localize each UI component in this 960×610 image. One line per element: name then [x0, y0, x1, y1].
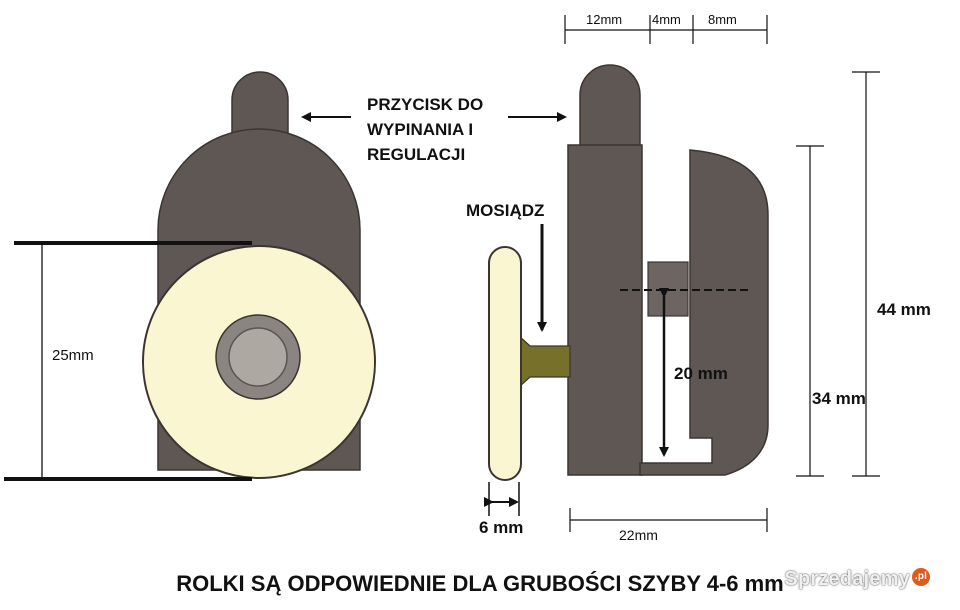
brass-axle: [517, 333, 571, 390]
dim-6: 6 mm: [479, 482, 523, 537]
dim-6-label: 6 mm: [479, 518, 523, 537]
dim-4-label: 4mm: [652, 12, 681, 27]
front-view: 25mm: [4, 71, 376, 481]
dim-12-label: 12mm: [586, 12, 622, 27]
dim-34: 34 mm: [796, 145, 866, 477]
dim-20-label: 20 mm: [674, 364, 728, 383]
footer-text: ROLKI SĄ ODPOWIEDNIE DLA GRUBOŚCI SZYBY …: [176, 571, 784, 596]
diameter-label: 25mm: [52, 347, 94, 364]
front-hub-inner: [228, 327, 288, 387]
side-hook: [639, 149, 769, 476]
button-label-line1: PRZYCISK DO: [367, 95, 483, 114]
button-label-line3: REGULACJI: [367, 145, 465, 164]
watermark-suffix: .pl: [912, 568, 930, 586]
brass-label: MOSIĄDZ: [466, 201, 544, 220]
side-column: [567, 144, 643, 476]
watermark-text: Sprzedajemy: [784, 568, 910, 590]
site-watermark: Sprzedajemy.pl: [784, 568, 930, 591]
button-callout: PRZYCISK DO WYPINANIA I REGULACJI: [301, 95, 567, 164]
side-wheel: [488, 246, 522, 481]
footer-caption: ROLKI SĄ ODPOWIEDNIE DLA GRUBOŚCI SZYBY …: [0, 571, 960, 597]
dim-22-label: 22mm: [619, 527, 658, 543]
brass-callout: MOSIĄDZ: [466, 201, 547, 332]
dim-44: 44 mm: [852, 71, 931, 477]
dim-44-label: 44 mm: [877, 300, 931, 319]
glass-slot: [648, 316, 688, 462]
top-dimensions: 12mm 4mm 8mm: [564, 12, 768, 44]
dim-8-label: 8mm: [708, 12, 737, 27]
dim-22: 22mm: [569, 508, 768, 543]
side-view: 20 mm: [488, 64, 769, 481]
dim-34-label: 34 mm: [812, 389, 866, 408]
button-label-line2: WYPINANIA I: [367, 120, 473, 139]
side-adjust-button: [579, 64, 641, 147]
